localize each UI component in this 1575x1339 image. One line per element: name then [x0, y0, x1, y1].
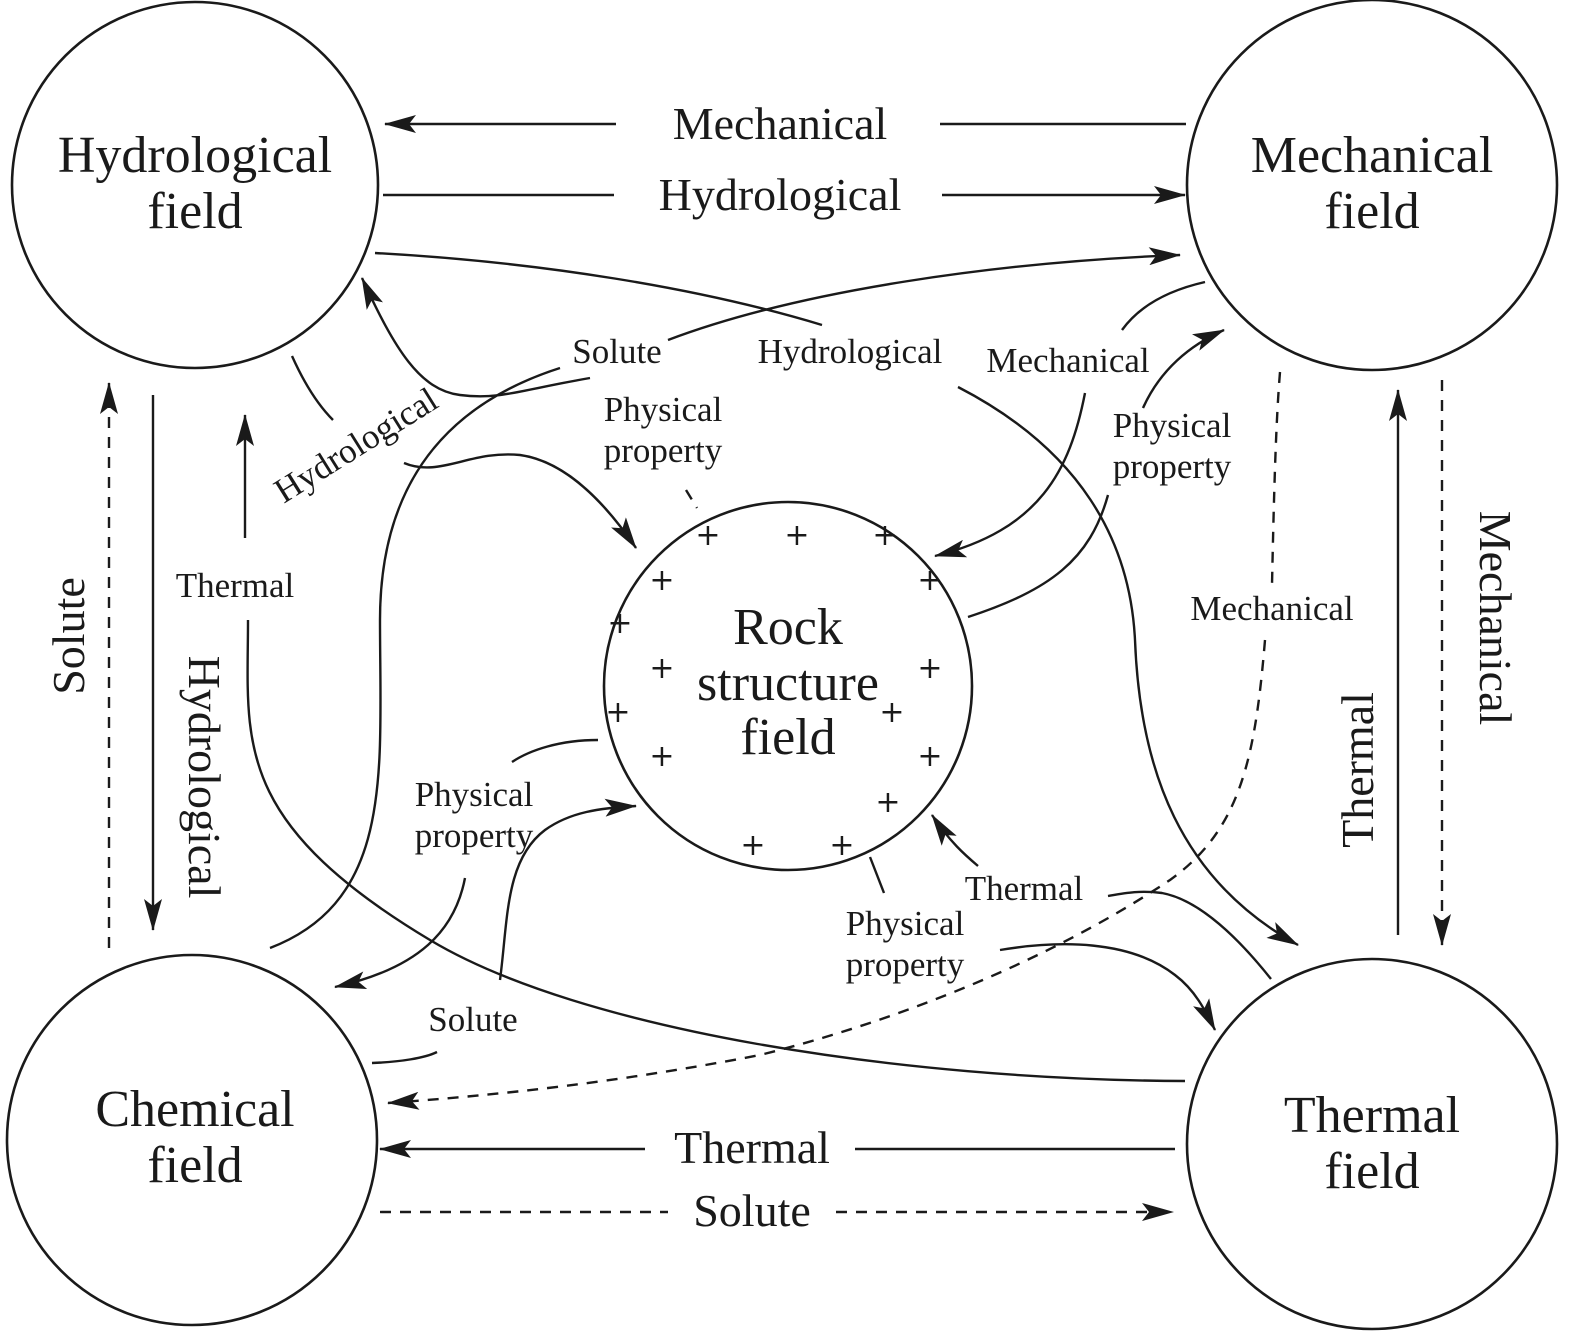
label-physical-right-line1: Physical: [1113, 406, 1232, 445]
edge-mechanical-to-chemical-part1: [1270, 371, 1282, 586]
plus-mark: +: [607, 606, 632, 641]
label-left-hydrological: Hydrological: [179, 656, 230, 899]
plus-mark: +: [649, 739, 674, 774]
label-physical-top-line1: Physical: [604, 390, 723, 429]
plus-mark: +: [917, 563, 942, 598]
label-physical-top-line2: property: [604, 431, 723, 470]
chemical-field-label-line2: field: [147, 1137, 242, 1194]
label-right-thermal: Thermal: [1332, 692, 1383, 848]
label-top-mechanical: Mechanical: [673, 98, 888, 149]
plus-mark: +: [917, 739, 942, 774]
plus-mark: +: [875, 785, 900, 820]
edge-mechanical-to-rock-part1: [1121, 280, 1206, 331]
edge-rock-to-thermal-stub: [868, 856, 886, 894]
label-mechanical-right: Mechanical: [986, 341, 1150, 380]
edge-solute-chemical-to-rock-arrow: [498, 798, 637, 981]
label-thermal-lower: Thermal: [965, 869, 1084, 908]
edge-hydrological-to-rock-part1: [290, 355, 334, 421]
label-bottom-solute: Solute: [693, 1185, 811, 1236]
edge-thermal-to-rock-part1: [1107, 890, 1272, 980]
hydrological-field-label-line2: field: [147, 183, 242, 240]
edge-rock-to-hydrological-physical: [360, 277, 591, 398]
thermal-field-label-line2: field: [1324, 1143, 1419, 1200]
label-left-solute: Solute: [43, 577, 94, 695]
label-bottom-thermal: Thermal: [674, 1122, 830, 1173]
plus-mark: +: [649, 563, 674, 598]
chemical-field-node: [5, 953, 379, 1327]
edge-thermal-to-hydrological-long: [246, 619, 1186, 1083]
edge-mechanical-to-rock-arrow: [934, 392, 1087, 558]
plus-mark: +: [695, 518, 720, 553]
edge-mechanical-to-chemical-arrow: [387, 639, 1267, 1110]
rock-structure-label-line2: structure: [697, 655, 879, 712]
edge-rock-to-chemical-part1: [511, 738, 599, 763]
label-solute-lower: Solute: [428, 1000, 517, 1039]
plus-mark: +: [879, 695, 904, 730]
plus-mark: +: [605, 695, 630, 730]
edge-hydrological-to-thermal-part1: [374, 251, 823, 327]
hydrological-field-label-line1: Hydrological: [58, 127, 332, 184]
edge-solute-chemical-to-rock-part1: [371, 1050, 438, 1065]
edge-rock-to-mechanical-arrow: [1141, 328, 1225, 409]
label-thermal-left: Thermal: [176, 566, 295, 605]
edge-solute-chemical-to-mechanical: [269, 366, 561, 950]
edge-hydrological-to-thermal-arrow: [957, 385, 1299, 947]
rock-structure-label-line3: field: [740, 709, 835, 766]
mechanical-field-label-line2: field: [1324, 183, 1419, 240]
edge-hydrological-to-rock-arrow: [403, 453, 637, 549]
plus-mark: +: [649, 651, 674, 686]
label-physical-bottom-line1: Physical: [846, 904, 965, 943]
edge-physical-top-stub: [684, 489, 699, 509]
chemical-field-label-line1: Chemical: [95, 1081, 294, 1138]
edge-thermal-to-rock-arrow: [931, 814, 979, 867]
plus-mark: +: [872, 518, 897, 553]
label-hydrological-middle: Hydrological: [758, 332, 943, 371]
plus-mark: +: [784, 518, 809, 553]
label-solute-upper: Solute: [572, 332, 661, 371]
rock-texture-marks: + + + + + + + + + + + + + + +: [605, 518, 942, 863]
hydrological-field-node: [10, 0, 380, 370]
mechanical-field-node: [1185, 0, 1559, 372]
thermal-field-node: [1185, 957, 1559, 1331]
label-mechanical-dashed: Mechanical: [1190, 589, 1354, 628]
edge-rock-to-chemical-arrow: [334, 877, 467, 990]
mechanical-field-label-line1: Mechanical: [1251, 127, 1494, 184]
plus-mark: +: [740, 828, 765, 863]
label-top-hydrological: Hydrological: [659, 169, 902, 220]
label-physical-left-line1: Physical: [415, 775, 534, 814]
plus-mark: +: [917, 651, 942, 686]
edge-rock-to-mechanical-part1: [967, 494, 1110, 619]
edge-rock-to-thermal-arrow: [999, 943, 1217, 1031]
label-physical-bottom-line2: property: [846, 945, 965, 984]
edge-solute-chemical-to-mechanical-arrow: [667, 247, 1181, 342]
plus-mark: +: [829, 828, 854, 863]
label-physical-right-line2: property: [1113, 447, 1232, 486]
rock-structure-field-node: [602, 500, 974, 872]
label-hydrological-diagonal: Hydrological: [267, 380, 445, 511]
thermal-field-label-line1: Thermal: [1284, 1087, 1460, 1144]
label-physical-left-line2: property: [415, 816, 534, 855]
rock-structure-label-line1: Rock: [733, 599, 843, 656]
label-right-mechanical: Mechanical: [1470, 511, 1521, 726]
